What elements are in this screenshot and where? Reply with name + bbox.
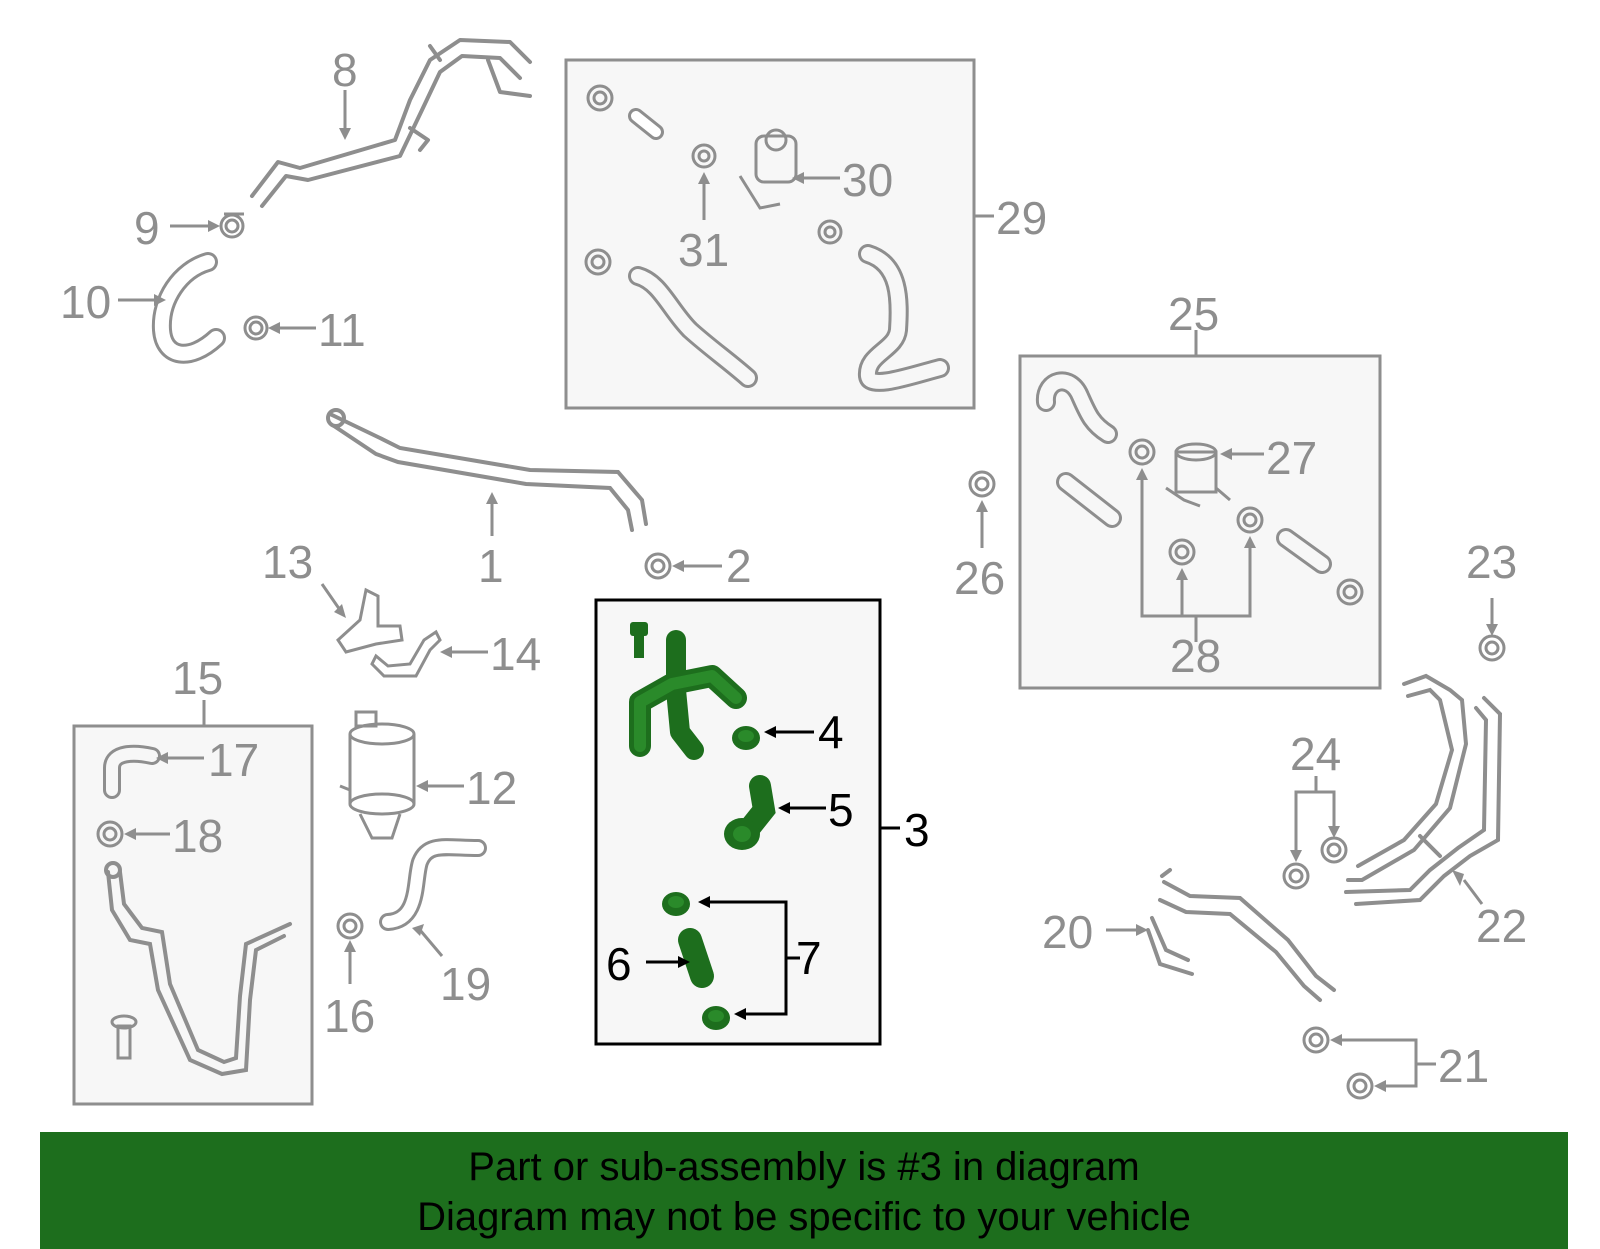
callout-2: 2 (726, 540, 752, 592)
part-27-valve (1165, 442, 1231, 508)
callout-29: 29 (996, 192, 1047, 244)
part-1-pipe (326, 408, 648, 532)
part-9-clamp (219, 212, 245, 239)
parts-diagram: 1 2 3 4 5 6 7 8 9 10 11 12 13 14 15 16 1… (60, 38, 1527, 1106)
callout-16: 16 (324, 990, 375, 1042)
callout-31: 31 (678, 224, 729, 276)
callout-28: 28 (1170, 630, 1221, 682)
part-22-pipes (1344, 673, 1503, 906)
part-3-pipe (629, 630, 747, 760)
callout-6: 6 (606, 938, 632, 990)
callout-27: 27 (1266, 432, 1317, 484)
callout-4: 4 (818, 706, 844, 758)
banner-line-2: Diagram may not be specific to your vehi… (417, 1195, 1191, 1239)
callout-11: 11 (318, 304, 366, 356)
callout-26: 26 (954, 552, 1005, 604)
part-25-clamps (1128, 438, 1364, 606)
part-13-bracket (336, 587, 404, 654)
callout-13: 13 (262, 536, 313, 588)
part-2-clamp (644, 552, 672, 580)
callout-19: 19 (440, 958, 491, 1010)
part-11-clamp (243, 315, 269, 341)
part-15-bolt (110, 1014, 138, 1060)
part-24-clamps (1282, 836, 1348, 890)
callout-14: 14 (490, 628, 541, 680)
part-20-pipes (1146, 868, 1336, 1002)
part-12-pump (339, 710, 416, 840)
callout-9: 9 (134, 202, 160, 254)
part-7-clamp-bottom (702, 1006, 730, 1030)
part-4-clamp (732, 726, 760, 750)
part-21-clamps (1302, 1026, 1374, 1100)
callout-17: 17 (208, 734, 259, 786)
part-6-hose (678, 928, 714, 988)
callout-21: 21 (1438, 1040, 1489, 1092)
callout-8: 8 (332, 44, 358, 96)
callout-3: 3 (904, 804, 930, 856)
part-3-bolt (630, 622, 648, 658)
part-23-clamp (1478, 634, 1506, 662)
callout-18: 18 (172, 810, 223, 862)
callout-10: 10 (60, 276, 111, 328)
part-14-bracket (370, 629, 442, 678)
info-banner: Part or sub-assembly is #3 in diagram Di… (40, 1132, 1568, 1249)
part-8-pipe (250, 38, 532, 208)
part-15-pipe (104, 861, 292, 1077)
callout-20: 20 (1042, 906, 1093, 958)
part-18-clamp (96, 820, 124, 848)
part-26-clamp (968, 470, 996, 498)
part-7-clamp-top (662, 892, 690, 916)
part-5-hose (724, 775, 776, 850)
callout-5: 5 (828, 784, 854, 836)
group-box-29 (564, 58, 976, 410)
callout-1: 1 (478, 540, 504, 592)
callout-7: 7 (796, 932, 822, 984)
callout-25: 25 (1168, 288, 1219, 340)
callout-23: 23 (1466, 536, 1517, 588)
callout-24: 24 (1290, 728, 1341, 780)
callout-12: 12 (466, 762, 517, 814)
callout-22: 22 (1476, 900, 1527, 952)
part-16-clamp (336, 912, 364, 940)
part-29-contents (584, 84, 843, 276)
callout-15: 15 (172, 652, 223, 704)
callout-30: 30 (842, 154, 893, 206)
banner-line-1: Part or sub-assembly is #3 in diagram (468, 1145, 1140, 1189)
